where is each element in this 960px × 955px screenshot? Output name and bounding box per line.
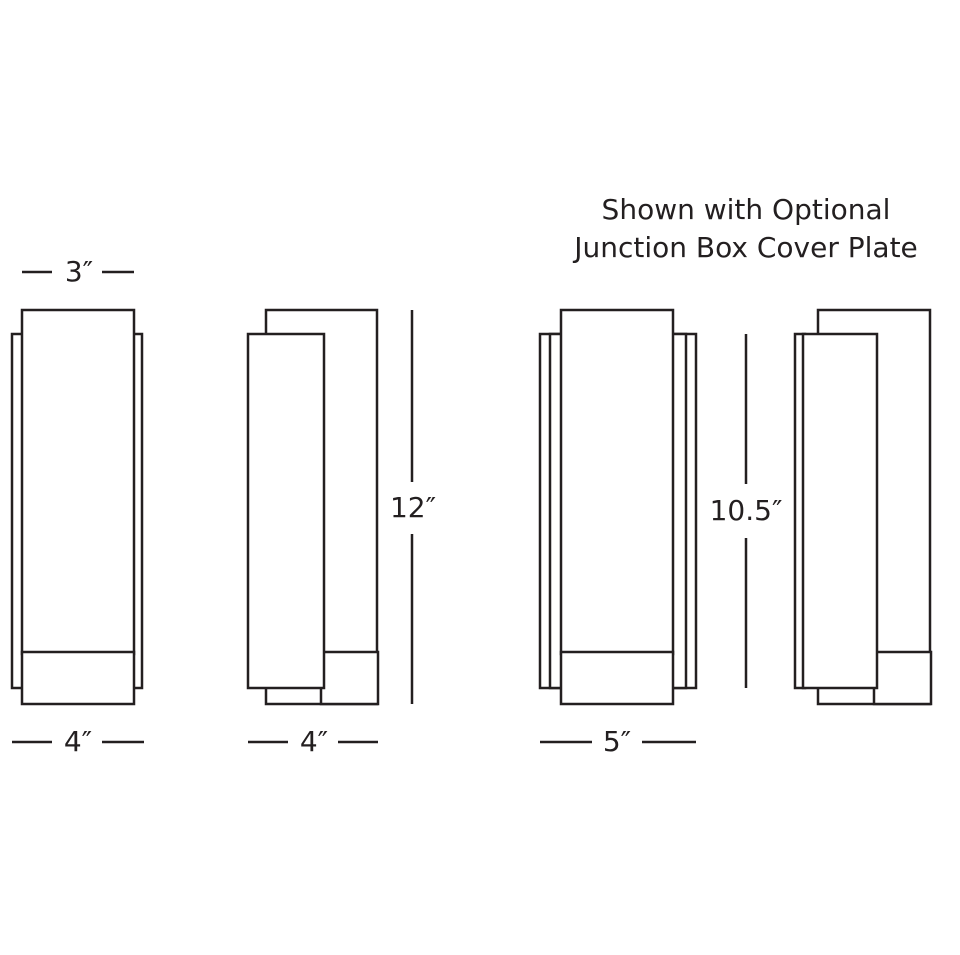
height-label: 12″ — [389, 491, 437, 524]
caption: Shown with Optional Junction Box Cover P… — [574, 191, 918, 267]
plate-side-base — [872, 650, 933, 706]
plate-front-shade — [559, 308, 675, 656]
plate-front-base — [559, 650, 675, 706]
caption-line-2: Junction Box Cover Plate — [574, 231, 918, 264]
front-base — [20, 650, 136, 706]
plate-height-label: 10.5″ — [709, 494, 783, 527]
front-view-fixture — [10, 308, 144, 706]
side-shade — [246, 332, 326, 690]
front-shade — [20, 308, 136, 656]
front-width-label: 4″ — [63, 725, 93, 758]
plate-width-label: 5″ — [602, 725, 632, 758]
side-view-fixture — [246, 308, 380, 706]
plate-side-shade — [801, 332, 879, 690]
plate-side-view-fixture — [793, 308, 933, 706]
side-base — [319, 650, 380, 706]
caption-line-1: Shown with Optional — [601, 193, 891, 226]
dimension-lines — [12, 270, 748, 744]
plate-front-view-fixture — [538, 308, 698, 706]
top-width-label: 3″ — [64, 255, 94, 288]
side-depth-label: 4″ — [299, 725, 329, 758]
